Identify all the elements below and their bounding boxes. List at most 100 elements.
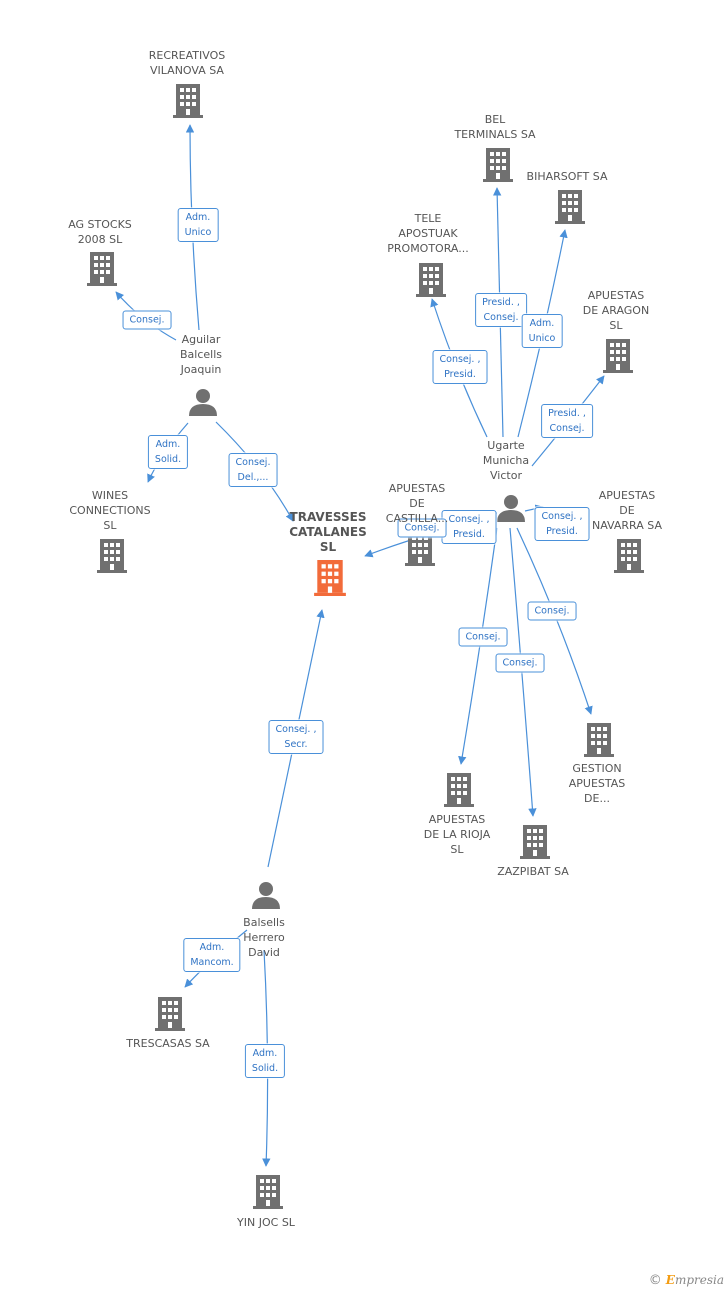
edge-label-line: Secr.: [284, 739, 308, 750]
edge-label-ugarte-to-aragon[interactable]: Presid. , Consej.: [541, 404, 593, 438]
node-label-line: SL: [450, 843, 464, 856]
edge-label-ugarte-to-travesses[interactable]: Consej.: [397, 518, 447, 538]
edge-label-line: Consej.: [129, 314, 165, 326]
edge-label-line: Adm.: [252, 1048, 278, 1059]
edge-label-aguilar-to-recreativos[interactable]: Adm.Unico: [177, 208, 219, 242]
node-label-line: Balsells: [243, 916, 285, 929]
node-label-line: APUESTAS: [598, 489, 656, 502]
edge-label-ugarte-to-biharsoft[interactable]: Adm. Unico: [521, 314, 563, 348]
edge-label-aguilar-to-wines[interactable]: Adm. Solid.: [147, 435, 189, 469]
node-label-line: DE ARAGON: [582, 304, 650, 317]
edge-label-line: Adm.: [529, 318, 555, 329]
edge-label-line: Consej. ,: [275, 724, 317, 735]
node-label-line: BEL: [484, 113, 506, 126]
node-label-wines[interactable]: WINES CONNECTIONS SL: [69, 488, 150, 533]
node-label-line: Ugarte: [487, 439, 525, 452]
edge-label-line: Consej.: [235, 457, 271, 468]
copyright-icon: ©: [648, 1273, 662, 1288]
edge-label-line: Adm.: [199, 942, 225, 953]
edge-label-line: Presid. ,: [482, 297, 520, 308]
node-label-line: DE...: [584, 792, 610, 805]
edge-label-line: Unico: [528, 333, 556, 344]
edge-label-aguilar-to-agstocks[interactable]: Consej.: [122, 310, 172, 330]
edge-label-line: Consej.: [483, 312, 519, 323]
edge-ugarte-to-rioja: [458, 527, 498, 765]
node-label-line: SL: [319, 540, 337, 554]
node-label-zazpibat[interactable]: ZAZPIBAT SA: [497, 864, 569, 879]
edge-label-balsells-to-yinjoc[interactable]: Adm.Solid.: [244, 1044, 286, 1078]
node-label-line: ZAZPIBAT SA: [497, 865, 569, 878]
edge-label-line: Adm.: [155, 439, 181, 450]
edge-label-line: Consej. ,: [448, 514, 490, 525]
edge-label-line: Adm.: [185, 212, 211, 223]
edge-label-ugarte-to-castilla[interactable]: Consej. , Presid.: [441, 510, 497, 544]
node-label-trescasas[interactable]: TRESCASAS SA: [126, 1036, 209, 1051]
node-label-bel[interactable]: BEL TERMINALS SA: [454, 112, 535, 142]
edge-label-line: Presid.: [546, 526, 578, 537]
edge-label-ugarte-to-zazpibat[interactable]: Consej.: [495, 653, 545, 673]
node-label-line: AG STOCKS: [68, 218, 132, 231]
node-label-line: YIN JOC SL: [237, 1216, 295, 1229]
node-label-yinjoc[interactable]: YIN JOC SL: [237, 1215, 295, 1230]
node-label-line: David: [248, 946, 280, 959]
node-label-line: DE LA RIOJA: [423, 828, 491, 841]
edge-label-ugarte-to-gestion[interactable]: Consej.: [527, 601, 577, 621]
edge-label-ugarte-to-tele[interactable]: Consej. ,Presid.: [432, 350, 488, 384]
edge-label-line: Consej.: [534, 605, 570, 617]
node-label-line: APUESTAS: [568, 777, 626, 790]
edge-label-line: Presid.: [453, 529, 485, 540]
node-label-line: SL: [609, 319, 623, 332]
node-label-line: DE: [409, 497, 425, 510]
node-label-line: SL: [103, 519, 117, 532]
node-label-line: Balcells: [179, 348, 223, 361]
node-label-line: Herrero: [243, 931, 285, 944]
edge-label-line: Mancom.: [190, 957, 234, 968]
edge-label-line: Solid.: [154, 454, 182, 465]
node-label-line: TRAVESSES: [289, 510, 367, 524]
node-label-agstocks[interactable]: AG STOCKS 2008 SL: [68, 217, 132, 247]
node-label-rioja[interactable]: APUESTAS DE LA RIOJA SL: [424, 812, 490, 857]
node-label-line: TERMINALS SA: [454, 128, 536, 141]
node-label-biharsoft[interactable]: BIHARSOFT SA: [527, 169, 608, 184]
node-label-line: Aguilar: [181, 333, 221, 346]
edge-label-line: Consej.: [465, 631, 501, 643]
node-label-line: Joaquin: [180, 363, 222, 376]
node-label-line: Victor: [490, 469, 522, 482]
node-label-gestion[interactable]: GESTION APUESTAS DE...: [569, 761, 626, 806]
edge-label-line: Consej.: [502, 657, 538, 669]
node-label-line: TRESCASAS SA: [126, 1037, 210, 1050]
node-label-line: APUESTAS: [388, 482, 446, 495]
edge-label-line: Consej. ,: [541, 511, 583, 522]
node-label-line: 2008 SL: [77, 233, 123, 246]
node-label-line: Municha: [482, 454, 530, 467]
edge-label-line: Consej.: [549, 423, 585, 434]
empresia-logo[interactable]: ©Empresia: [648, 1273, 724, 1288]
node-label-line: WINES: [91, 489, 129, 502]
edge-label-aguilar-to-travesses[interactable]: Consej. Del.,...: [228, 453, 278, 487]
edge-label-line: Del.,...: [237, 472, 269, 483]
edge-label-line: Consej. ,: [439, 354, 481, 365]
node-label-line: BIHARSOFT SA: [526, 170, 608, 183]
node-label-line: PROMOTORA...: [387, 242, 469, 255]
edge-label-balsells-to-trescasas[interactable]: Adm. Mancom.: [183, 938, 241, 972]
edge-label-balsells-to-travesses[interactable]: Consej. , Secr.: [268, 720, 324, 754]
edge-label-ugarte-to-navarra[interactable]: Consej. , Presid.: [534, 507, 590, 541]
edge-ugarte-to-gestion: [516, 527, 593, 715]
edge-label-line: Presid. ,: [548, 408, 586, 419]
node-label-line: APUESTAS: [428, 813, 486, 826]
node-label-line: CONNECTIONS: [69, 504, 151, 517]
node-label-line: GESTION: [572, 762, 622, 775]
node-label-line: DE: [619, 504, 635, 517]
edge-label-ugarte-to-bel[interactable]: Presid. , Consej.: [475, 293, 527, 327]
edge-label-ugarte-to-rioja[interactable]: Consej.: [458, 627, 508, 647]
